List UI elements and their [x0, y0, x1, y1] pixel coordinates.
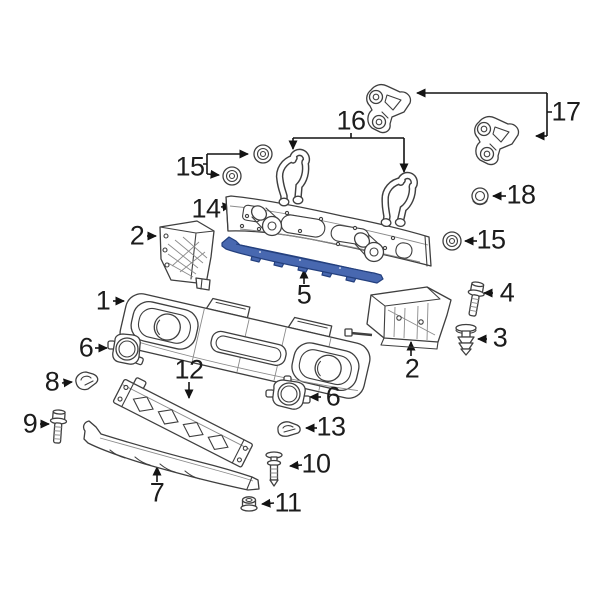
part-impact-bar	[226, 196, 431, 266]
part-nut-15-top	[254, 145, 272, 163]
part-fork-bracket-left	[279, 152, 306, 205]
callout-9-bolt: 9	[22, 408, 38, 439]
callout-5-support-strip: 5	[296, 279, 312, 310]
part-bolt-9	[49, 409, 67, 443]
part-rivet-3	[456, 325, 476, 356]
part-fork-bracket-right	[381, 173, 415, 230]
part-nut-15-right	[443, 232, 461, 250]
callout-10-push-pin: 10	[301, 448, 331, 479]
part-flange-nut-18	[472, 188, 488, 205]
part-tow-bracket-lower	[475, 117, 519, 165]
callout-14-impact-bar: 14	[191, 193, 221, 224]
part-bolt-4	[464, 281, 486, 317]
part-air-dam	[84, 421, 259, 490]
part-tow-bracket-upper	[367, 85, 411, 133]
part-bezel-right	[266, 376, 310, 409]
part-bumper-cover	[117, 280, 376, 402]
callout-2-bracket-left: 2	[129, 220, 145, 251]
callout-2-bracket-right: 2	[404, 353, 420, 384]
part-cap-nut-11	[241, 497, 257, 511]
callout-6-bezel-left: 6	[78, 332, 94, 363]
leader-lines	[40, 88, 552, 508]
part-bracket-left	[160, 221, 214, 290]
callout-12-valance: 12	[174, 354, 204, 385]
callout-7-air-dam: 7	[149, 477, 165, 508]
callout-17-tow-brackets: 17	[551, 96, 581, 127]
callout-4-bolt: 4	[499, 277, 515, 308]
part-support-strip-highlighted	[222, 237, 383, 283]
callout-6-bezel-right: 6	[325, 381, 341, 412]
part-clip-13	[278, 422, 300, 436]
callout-16-fork-brackets: 16	[336, 105, 366, 136]
callout-15-nut-right: 15	[476, 224, 506, 255]
callout-3-rivet: 3	[492, 322, 508, 353]
part-bezel-left	[108, 334, 144, 365]
callout-8-clip: 8	[44, 366, 60, 397]
part-bracket-right	[345, 287, 451, 349]
part-push-pin-10	[266, 452, 282, 486]
part-valance-panel	[113, 373, 256, 468]
callout-1-bumper-cover: 1	[95, 285, 111, 316]
callout-18-flange-nut: 18	[506, 179, 536, 210]
callout-15-nut-pair: 15	[175, 151, 205, 182]
part-nut-15-bottom	[223, 167, 241, 185]
callout-11-cap-nut: 11	[274, 487, 302, 518]
callout-13-clip: 13	[316, 411, 346, 442]
part-clip-8	[76, 372, 98, 390]
